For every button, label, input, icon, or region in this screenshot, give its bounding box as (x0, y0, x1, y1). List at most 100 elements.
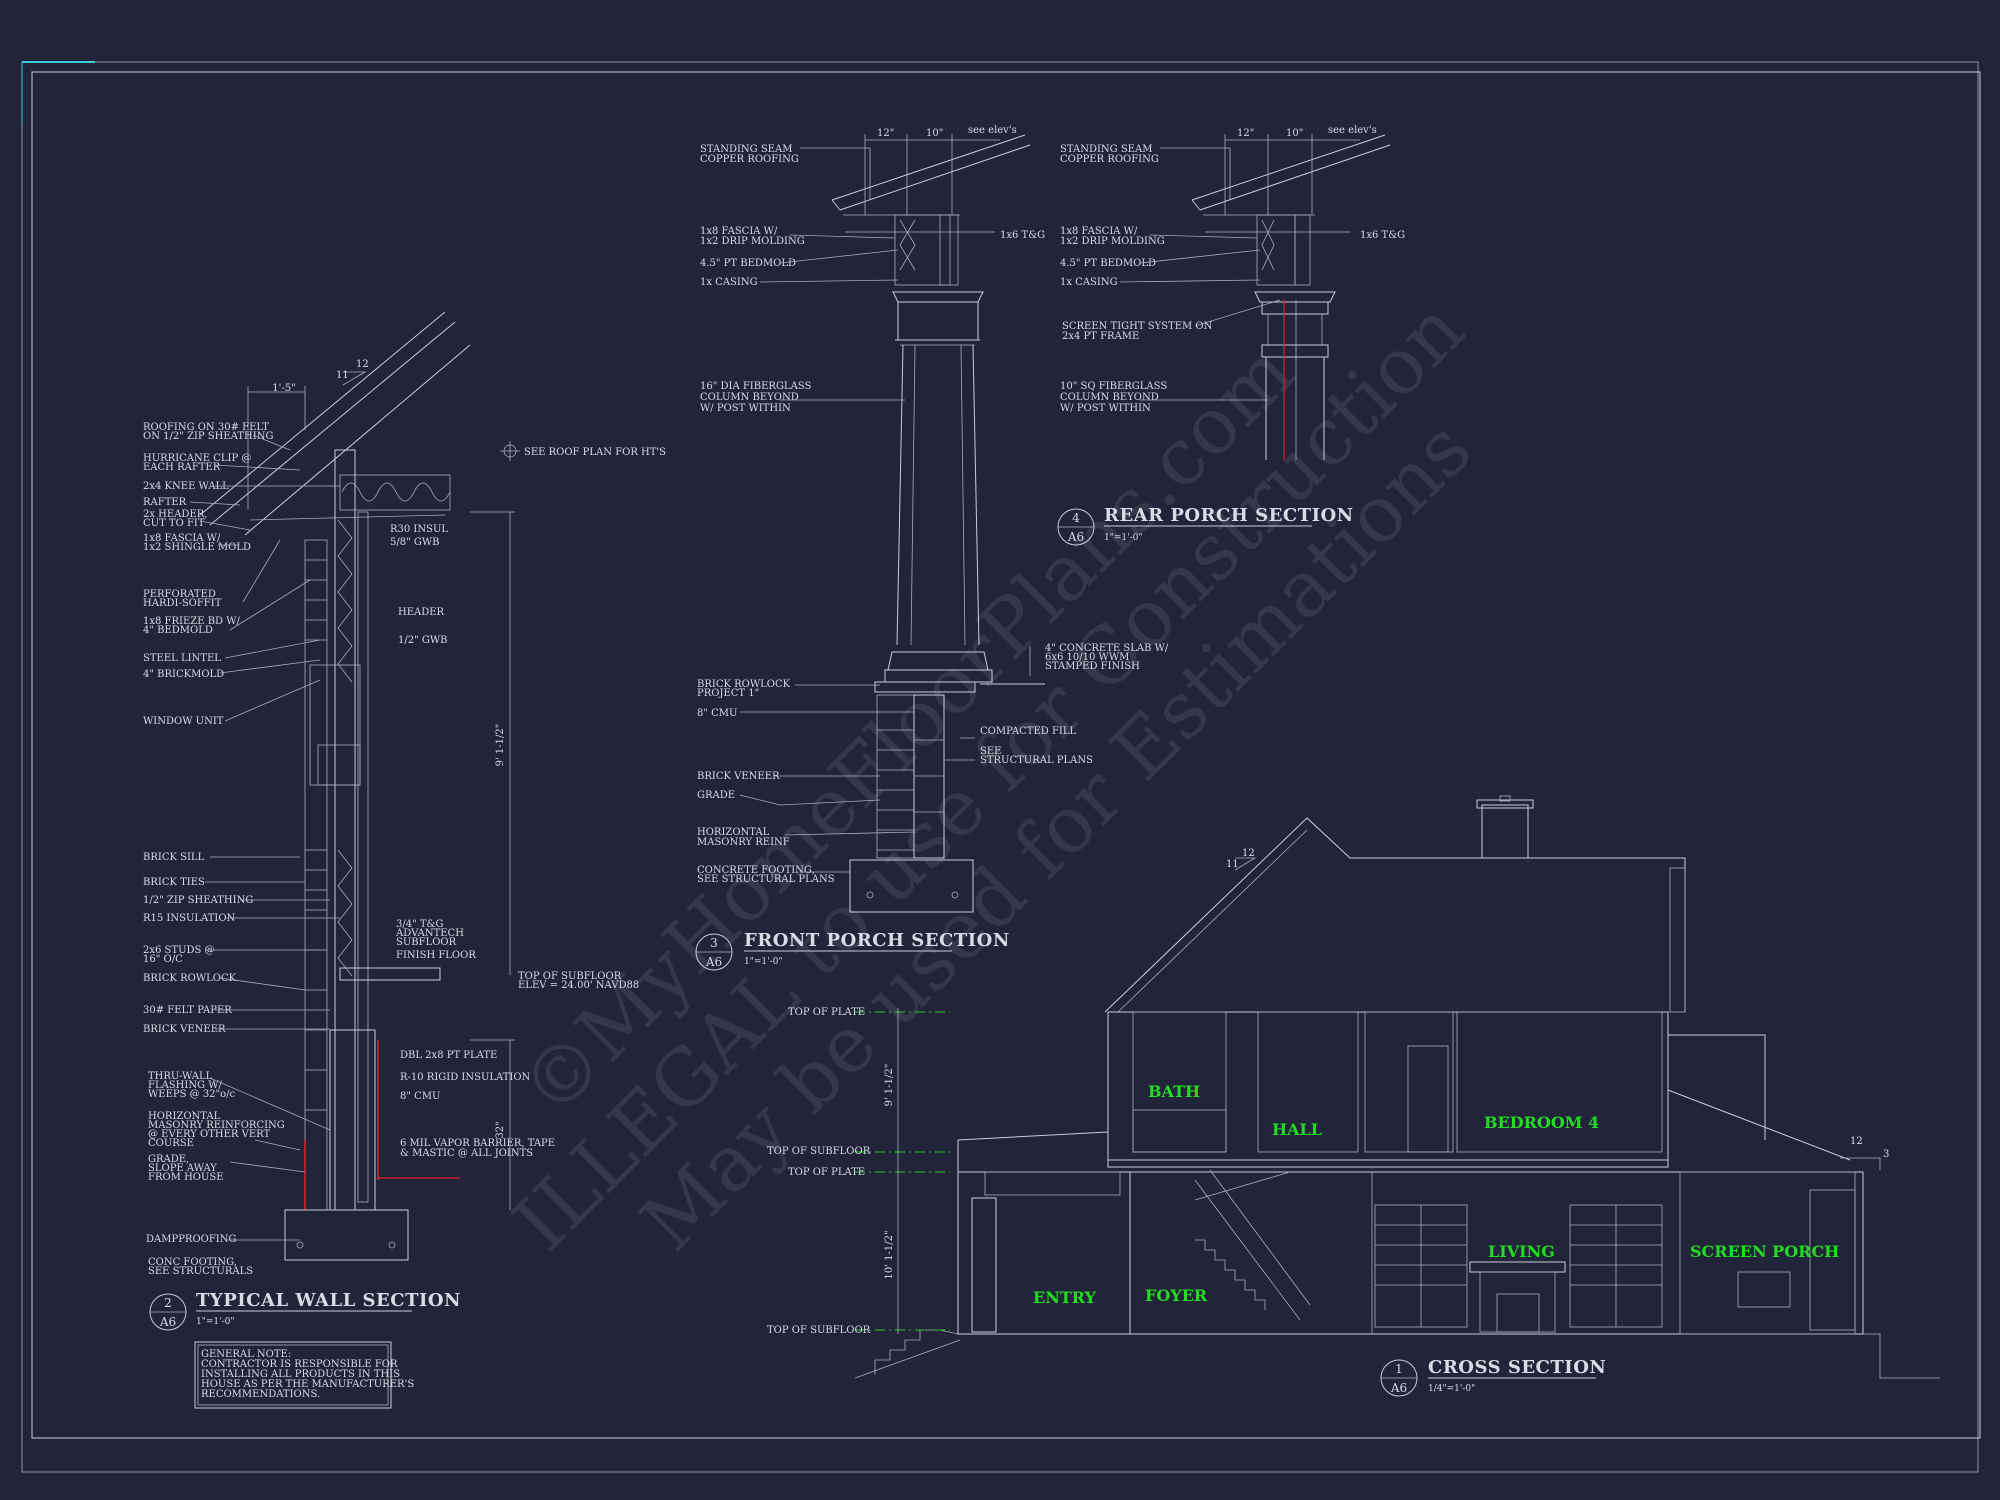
wall-label: BRICK ROWLOCK (143, 973, 237, 984)
cs-level-lines (855, 1011, 950, 1331)
wall-label: 8" CMU (400, 1091, 440, 1102)
rear-sheet-ref: A6 (1067, 530, 1084, 544)
room-label-living: LIVING (1488, 1242, 1555, 1261)
rear-label: COPPER ROOFING (1060, 154, 1159, 165)
wall-label: 1x2 SHINGLE MOLD (143, 542, 251, 553)
wall-label: 1x8 FASCIA W/ (143, 533, 221, 544)
rear-dim: 10" (1286, 128, 1303, 139)
wall-label: STEEL LINTEL (143, 653, 221, 664)
cs-porch-slope-run: 3 (1883, 1149, 1889, 1160)
wall-label: MASONRY REINFORCING (148, 1120, 285, 1131)
cs-level-label: TOP OF PLATE (788, 1167, 865, 1178)
wall-label: 3/4" T&G (396, 919, 443, 930)
rear-label: 2x4 PT FRAME (1062, 331, 1139, 342)
rear-label: W/ POST WITHIN (1060, 403, 1151, 414)
wall-label: R-10 RIGID INSULATION (400, 1072, 531, 1083)
wall-sheet-ref: A6 (159, 1315, 176, 1329)
wall-label: HARDI-SOFFIT (143, 598, 222, 609)
wall-section-scale: 1"=1'-0" (196, 1317, 235, 1327)
typical-wall-section: 1'-5" 12 11 9' 1-1/2" 32" (143, 311, 666, 1409)
wall-label: 2x HEADER, (143, 509, 207, 520)
cs-level-label: TOP OF SUBFLOOR (767, 1325, 871, 1336)
rear-detail-number: 4 (1072, 511, 1080, 525)
wall-label: EACH RAFTER (143, 462, 221, 473)
room-label-bedroom-4: BEDROOM 4 (1484, 1113, 1599, 1132)
front-label: COPPER ROOFING (700, 154, 799, 165)
wall-found-dim: 32" (495, 1121, 506, 1138)
wall-label: SEE ROOF PLAN FOR HT'S (524, 447, 666, 458)
front-label: 6x6 10/10 WWM (1045, 652, 1129, 663)
front-label: PROJECT 1" (697, 688, 759, 699)
wall-label: 2x4 KNEE WALL (143, 481, 229, 492)
wall-overhang-dim: 1'-5" (272, 383, 295, 394)
front-label: COMPACTED FILL (980, 726, 1076, 737)
front-label: 1x8 FASCIA W/ (700, 226, 778, 237)
wall-label: BRICK VENEER (143, 1024, 226, 1035)
wall-label: 1/2" ZIP SHEATHING (143, 895, 253, 906)
wall-label: HURRICANE CLIP @ (143, 453, 251, 464)
rear-section-title: REAR PORCH SECTION (1104, 505, 1354, 526)
wall-label: FINISH FLOOR (396, 950, 476, 961)
wall-label: 16" O/C (143, 954, 183, 965)
front-dim: 10" (926, 128, 943, 139)
wall-label: BRICK SILL (143, 852, 205, 863)
front-sheet-ref: A6 (705, 955, 722, 969)
wall-labels-right: SEE ROOF PLAN FOR HT'S R30 INSUL 5/8" GW… (390, 447, 666, 1159)
wall-label: 4" BRICKMOLD (143, 669, 224, 680)
cross-section: 12 11 12 3 (767, 795, 1940, 1397)
wall-label: DBL 2x8 PT PLATE (400, 1050, 497, 1061)
room-label-screen-porch: SCREEN PORCH (1690, 1242, 1839, 1261)
rear-label: 1x CASING (1060, 277, 1118, 288)
general-note-box (194, 1341, 392, 1409)
wall-label: ROOFING ON 30# FELT (143, 422, 269, 433)
rear-section-scale: 1"=1'-0" (1104, 533, 1143, 543)
front-label: GRADE (697, 790, 735, 801)
wall-label: COURSE (148, 1138, 194, 1149)
wall-label: R15 INSULATION (143, 913, 236, 924)
wall-slope-run: 11 (336, 370, 349, 381)
rear-label: SCREEN TIGHT SYSTEM ON (1062, 321, 1213, 332)
wall-label: WEEPS @ 32"o/c (148, 1089, 236, 1100)
rear-porch-section: 12" 10" see elev's STANDING SEAM COPPER … (1057, 125, 1405, 546)
front-label: 1x CASING (700, 277, 758, 288)
watermark: ©MyHomeFloorPlans.com ILLEGAL to use for… (497, 284, 1489, 1268)
front-label: STRUCTURAL PLANS (980, 755, 1093, 766)
general-note-line: HOUSE AS PER THE MANUFACTURER'S (201, 1379, 414, 1390)
wall-label: HEADER (398, 607, 445, 618)
front-label: BRICK ROWLOCK (697, 679, 791, 690)
front-label: 8" CMU (697, 708, 737, 719)
cross-section-scale: 1/4"=1'-0" (1428, 1384, 1475, 1394)
wall-label: SEE STRUCTURALS (148, 1266, 253, 1277)
wall-label: 1/2" GWB (398, 635, 448, 646)
front-label: 1x2 DRIP MOLDING (700, 236, 805, 247)
wall-label: CONC FOOTING, (148, 1257, 237, 1268)
general-note-line: GENERAL NOTE: (201, 1349, 291, 1360)
cs-detail-number: 1 (1395, 1362, 1403, 1376)
front-labels-right: 1x6 T&G 4" CONCRETE SLAB W/ 6x6 10/10 WW… (980, 230, 1169, 766)
wall-label: 2x6 STUDS @ (143, 945, 215, 956)
front-label: STANDING SEAM (700, 144, 792, 155)
wall-label: R30 INSUL (390, 524, 448, 535)
rear-label: STANDING SEAM (1060, 144, 1152, 155)
front-label: MASONRY REINF (697, 837, 790, 848)
wall-detail-number: 2 (164, 1296, 172, 1310)
rear-label: 10" SQ FIBERGLASS (1060, 381, 1167, 392)
rear-label: 1x8 FASCIA W/ (1060, 226, 1138, 237)
wall-label: DAMPPROOFING (146, 1234, 237, 1245)
wall-label: 4" BEDMOLD (143, 625, 213, 636)
wall-label: 5/8" GWB (390, 537, 440, 548)
front-label: BRICK VENEER (697, 771, 780, 782)
wall-label: THRU-WALL (148, 1071, 213, 1082)
cs-slope-rise: 12 (1242, 848, 1255, 859)
wall-label: 1x8 FRIEZE BD W/ (143, 616, 241, 627)
cs-level-label: TOP OF SUBFLOOR (767, 1146, 871, 1157)
cs-porch-slope-rise: 12 (1850, 1136, 1863, 1147)
room-label-foyer: FOYER (1145, 1286, 1208, 1305)
front-label: HORIZONTAL (697, 827, 770, 838)
wall-label: GRADE, (148, 1154, 189, 1165)
front-detail-number: 3 (710, 936, 718, 950)
wall-label: SLOPE AWAY (148, 1163, 217, 1174)
wall-leaders (189, 434, 340, 1241)
